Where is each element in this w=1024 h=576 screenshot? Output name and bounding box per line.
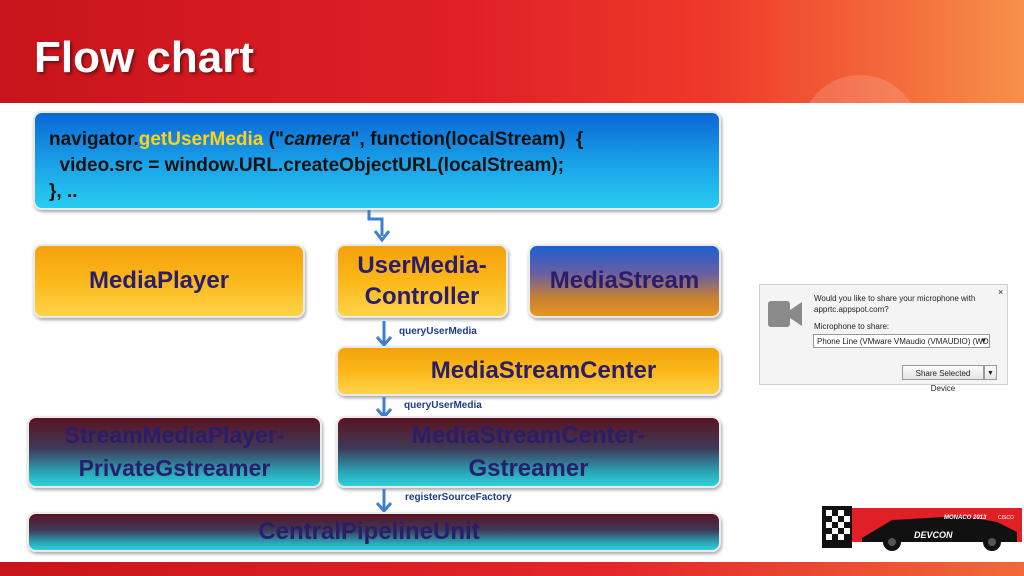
node-media-stream-center: MediaStreamCenter	[336, 346, 721, 396]
node-stream-media-player-private-gstreamer: StreamMediaPlayer- PrivateGstreamer	[27, 416, 322, 488]
logo-name: DEVCON	[914, 530, 953, 540]
edge-label: queryUserMedia	[404, 400, 482, 411]
code-text: navigator.	[49, 129, 139, 150]
share-selected-device-button[interactable]: Share Selected Device	[902, 365, 984, 393]
node-central-pipeline-unit: CentralPipelineUnit	[27, 512, 721, 552]
node-label: MediaStreamCenter-	[411, 422, 646, 449]
microphone-label: Microphone to share:	[814, 322, 890, 331]
share-dropdown-button[interactable]: ▼	[984, 365, 997, 380]
footer-strip	[0, 562, 1024, 576]
code-line-2: video.src = window.URL.createObjectURL(l…	[49, 155, 565, 176]
close-icon[interactable]: ×	[998, 287, 1004, 297]
microphone-permission-dialog: Would you like to share your microphone …	[759, 284, 1008, 393]
bent-arrow-icon	[367, 210, 391, 243]
edge-label: registerSourceFactory	[405, 492, 512, 503]
node-label: UserMedia-	[357, 252, 487, 279]
down-arrow-icon	[375, 489, 393, 514]
node-media-stream-center-gstreamer: MediaStreamCenter- Gstreamer	[336, 416, 721, 488]
microphone-select[interactable]: Phone Line (VMware VMaudio (VMAUDIO) (WD…	[813, 334, 990, 348]
chevron-down-icon: ▼	[980, 338, 987, 345]
node-label: Gstreamer	[468, 455, 589, 482]
edge-label: queryUserMedia	[399, 326, 477, 337]
dialog-question: Would you like to share your microphone …	[814, 294, 976, 314]
node-label: Controller	[364, 283, 480, 310]
code-line-3: }, ..	[49, 181, 78, 202]
node-label: StreamMediaPlayer-	[64, 422, 285, 448]
node-label: PrivateGstreamer	[78, 455, 271, 481]
logo-brand: CISCO	[998, 515, 1014, 521]
code-line-1: navigator.getUserMedia ("camera", functi…	[49, 127, 583, 153]
code-highlight: getUserMedia	[138, 129, 264, 150]
node-label: MediaStream	[549, 267, 700, 294]
title-banner	[0, 0, 1024, 195]
code-italic: camera	[283, 129, 351, 150]
video-camera-icon	[768, 301, 802, 327]
down-arrow-icon	[375, 321, 393, 348]
node-user-media-controller: UserMedia- Controller	[336, 244, 508, 318]
logo-text: MONACO 2013	[944, 515, 987, 521]
code-block: navigator.getUserMedia ("camera", functi…	[33, 111, 721, 210]
code-text: ", function(localStream) {	[350, 129, 584, 150]
node-label: CentralPipelineUnit	[258, 518, 480, 545]
banner-decoration	[800, 75, 920, 195]
node-media-player: MediaPlayer	[33, 244, 305, 318]
node-media-stream: MediaStream	[528, 244, 721, 318]
devcon-logo-icon: DEVCON MONACO 2013 CISCO	[822, 506, 1022, 551]
node-label: MediaStreamCenter	[430, 357, 657, 384]
microphone-select-value: Phone Line (VMware VMaudio (VMAUDIO) (WD…	[817, 337, 990, 346]
slide-title: Flow chart	[34, 33, 255, 82]
node-label: MediaPlayer	[88, 267, 230, 294]
code-text: ("	[263, 129, 284, 150]
